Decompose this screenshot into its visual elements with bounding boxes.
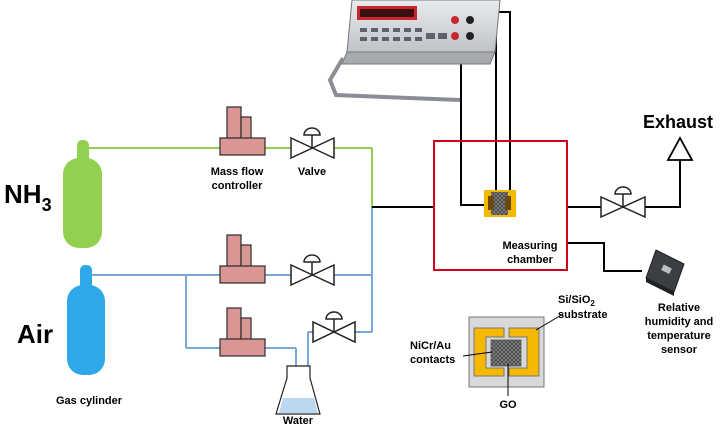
sensor-chip [484, 190, 516, 217]
mass-flow-controller-air [219, 234, 266, 284]
measuring-chamber-box [433, 140, 568, 271]
valve-icon-water [312, 311, 356, 344]
contacts-label-line2: contacts [410, 354, 455, 366]
exhaust-label: Exhaust [643, 112, 713, 132]
humidity-temperature-sensor-icon [645, 249, 685, 296]
mfc-label-line2: controller [212, 180, 263, 192]
air-cylinder [67, 265, 105, 375]
valve-icon-exhaust [600, 186, 646, 219]
measuring-chamber-label-line1: Measuring [502, 240, 557, 252]
water-label: Water [283, 415, 314, 427]
valve-icon-air [290, 254, 335, 287]
mass-flow-controller-water [219, 307, 266, 357]
measuring-chamber-label-line2: chamber [507, 254, 554, 266]
sensor-label-line1: Relative [658, 302, 700, 314]
sensor-label-line2: humidity and [645, 316, 713, 328]
mass-flow-controller-nh3 [219, 106, 266, 156]
substrate-label-line1: Si/SiO2 [558, 294, 595, 308]
sensor-label-line4: sensor [661, 344, 698, 356]
valve-icon-nh3 [290, 127, 335, 160]
nh3-label: NH3 [4, 179, 52, 215]
water-bubbler-flask [275, 365, 321, 415]
mfc-label-line1: Mass flow [211, 166, 264, 178]
substrate-label-line2: substrate [558, 309, 608, 321]
contacts-label-line1: NiCr/Au [410, 340, 451, 352]
gas-cylinder-label: Gas cylinder [56, 395, 123, 407]
multimeter-instrument [327, 0, 501, 102]
exhaust-triangle-icon [666, 136, 694, 161]
air-label: Air [17, 319, 53, 349]
nh3-cylinder [63, 140, 102, 248]
sensor-label-line3: temperature [647, 330, 711, 342]
device-schematic [462, 313, 564, 396]
valve-label: Valve [298, 166, 326, 178]
go-label: GO [499, 399, 517, 411]
